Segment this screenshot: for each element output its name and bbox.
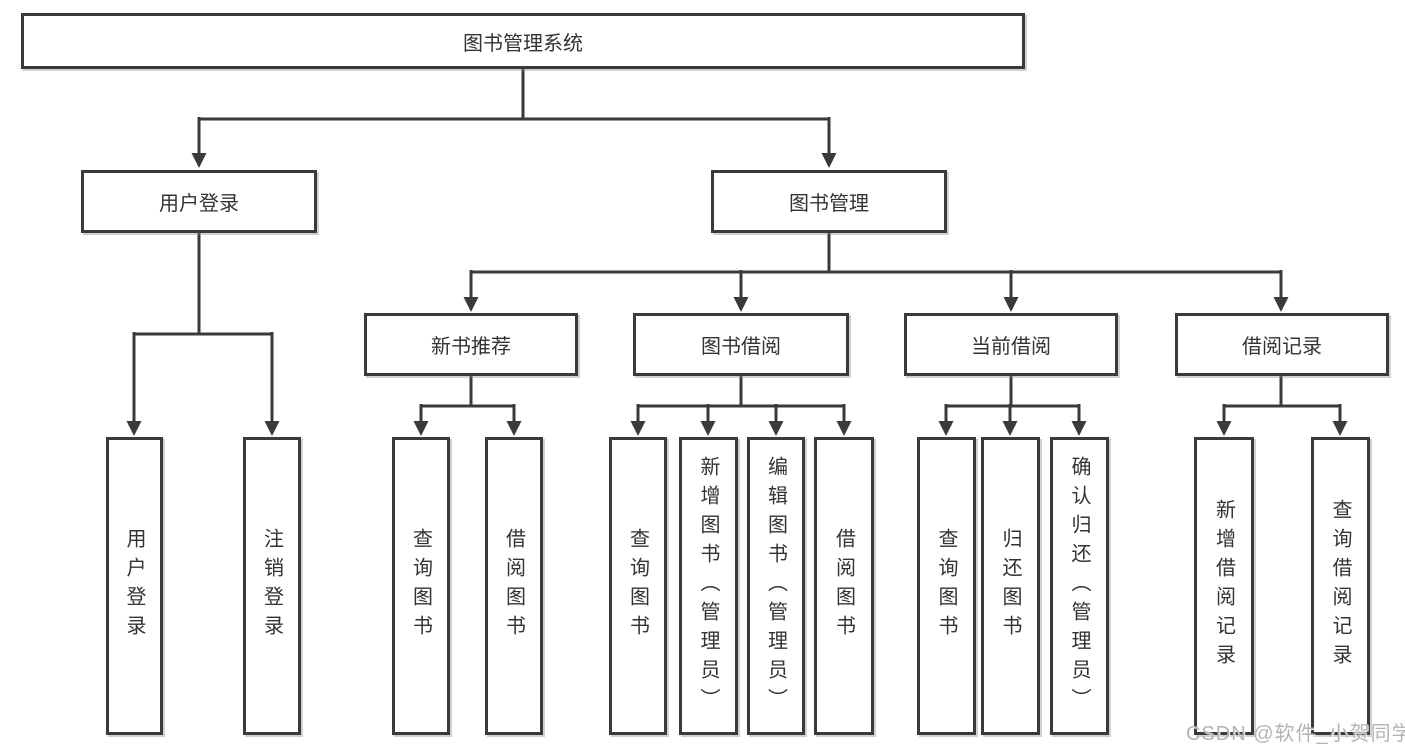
connector-current-borrowing-to-leaves bbox=[938, 376, 1087, 436]
leaf-borrow-books: 借阅图书 bbox=[814, 437, 874, 735]
arrowhead bbox=[463, 297, 479, 312]
connector-borrowing-records-to-leaves bbox=[1216, 376, 1348, 436]
leaf-query-borrow-record: 查询借阅记录 bbox=[1311, 437, 1370, 735]
leaf-query-books-borrowing: 查询图书 bbox=[609, 437, 667, 735]
arrowhead bbox=[938, 421, 954, 436]
arrowhead bbox=[1071, 421, 1087, 436]
arrowhead bbox=[700, 421, 716, 436]
leaf-edit-books-admin: 编辑图书（管理员） bbox=[747, 437, 805, 735]
connector-root-to-level2 bbox=[191, 69, 837, 168]
node-root: 图书管理系统 bbox=[21, 13, 1025, 69]
arrowhead bbox=[1003, 297, 1019, 312]
node-book-borrowing: 图书借阅 bbox=[633, 313, 849, 376]
leaf-user-login: 用户登录 bbox=[106, 437, 163, 735]
arrowhead bbox=[821, 153, 837, 168]
arrowhead bbox=[733, 297, 749, 312]
leaf-confirm-return-admin: 确认归还（管理员） bbox=[1050, 437, 1109, 735]
arrowhead bbox=[1002, 421, 1018, 436]
connector-book-management-to-level3 bbox=[463, 233, 1289, 312]
arrowhead bbox=[1273, 297, 1289, 312]
arrowhead bbox=[413, 421, 429, 436]
arrowhead bbox=[191, 153, 207, 168]
leaf-logout: 注销登录 bbox=[243, 437, 301, 735]
arrowhead bbox=[506, 421, 522, 436]
arrowhead bbox=[768, 421, 784, 436]
leaf-borrow-books-recommend: 借阅图书 bbox=[485, 437, 543, 735]
node-book-management: 图书管理 bbox=[711, 170, 947, 233]
arrowhead bbox=[836, 421, 852, 436]
connector-user-login-to-leaves bbox=[126, 233, 280, 436]
connector-book-borrowing-to-leaves bbox=[630, 376, 852, 436]
node-current-borrowing: 当前借阅 bbox=[904, 313, 1118, 376]
arrowhead bbox=[1216, 421, 1232, 436]
leaf-query-books-recommend: 查询图书 bbox=[392, 437, 450, 735]
leaf-add-books-admin: 新增图书（管理员） bbox=[679, 437, 738, 735]
leaf-query-books-current: 查询图书 bbox=[917, 437, 976, 735]
node-new-book-recommend: 新书推荐 bbox=[364, 313, 578, 376]
leaf-return-books: 归还图书 bbox=[981, 437, 1040, 735]
arrowhead bbox=[264, 421, 280, 436]
arrowhead bbox=[630, 421, 646, 436]
leaf-add-borrow-record: 新增借阅记录 bbox=[1194, 437, 1254, 735]
node-borrowing-records: 借阅记录 bbox=[1175, 313, 1389, 376]
arrowhead bbox=[126, 421, 142, 436]
connector-new-book-recommend-to-leaves bbox=[413, 376, 522, 436]
node-user-login: 用户登录 bbox=[81, 170, 317, 233]
arrowhead bbox=[1332, 421, 1348, 436]
csdn-watermark: CSDN @软件_小贺同学 bbox=[1186, 723, 1405, 745]
